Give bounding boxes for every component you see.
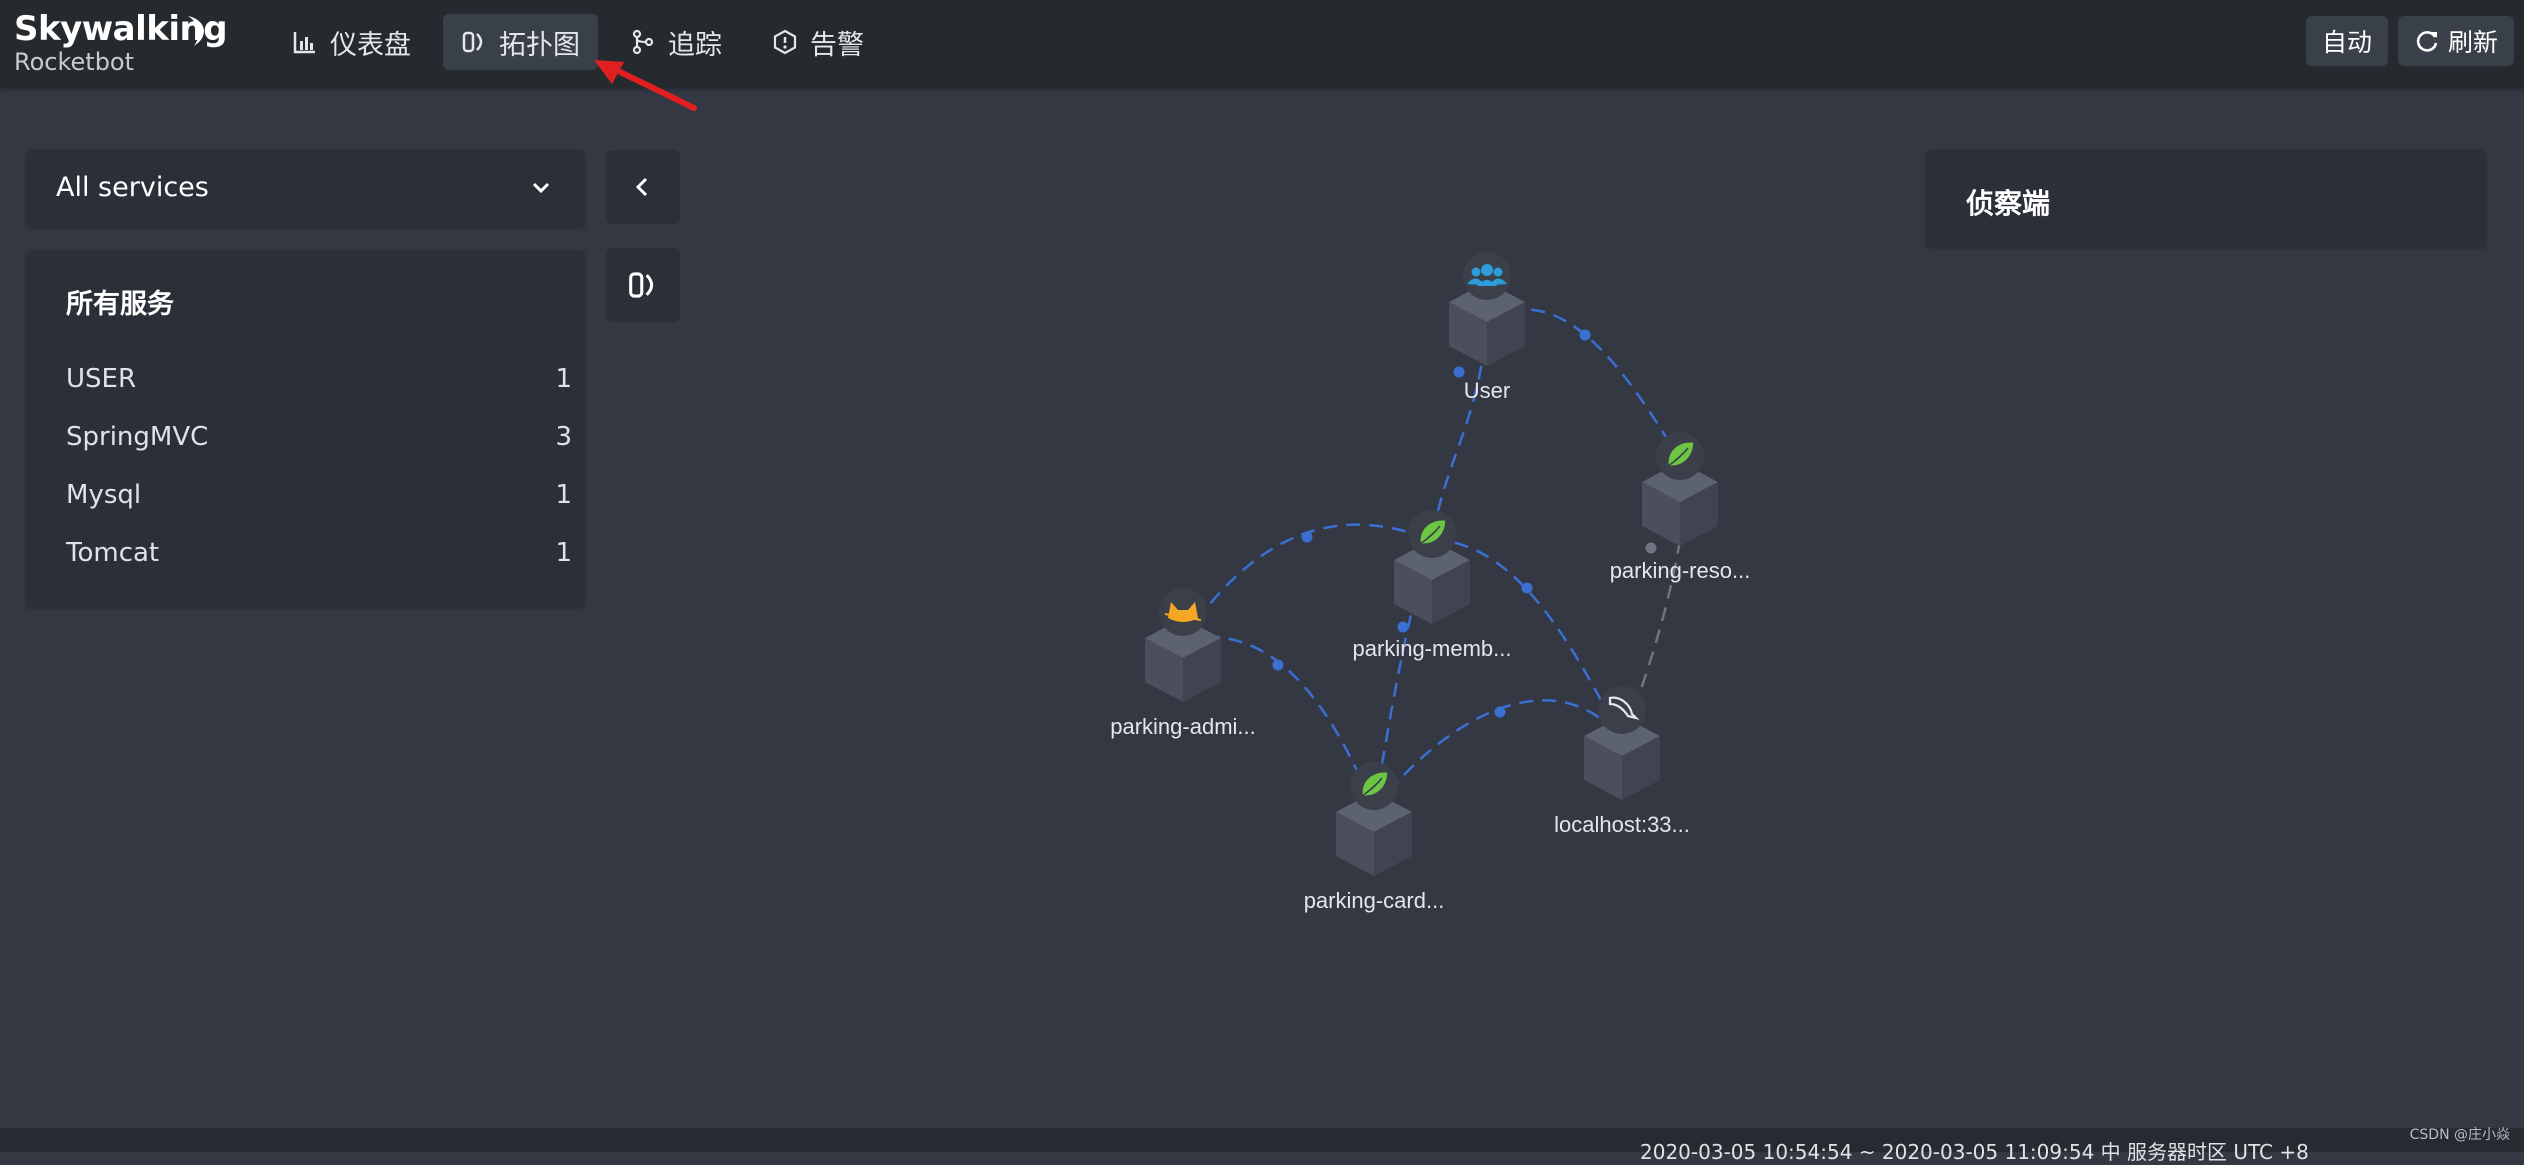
edge-admi-memb[interactable] — [1181, 523, 1433, 641]
user-icon — [1467, 264, 1507, 286]
service-count: 3 — [555, 422, 572, 452]
refresh-button-label: 刷新 — [2447, 28, 2498, 57]
nav-topology-label: 拓扑图 — [499, 29, 580, 61]
time-range[interactable]: 2020-03-05 10:54:54 ~ 2020-03-05 11:09:5… — [1640, 1140, 2309, 1164]
refresh-icon — [2416, 31, 2438, 52]
service-count: 1 — [555, 480, 572, 510]
topology-icon — [462, 31, 483, 53]
service-name: SpringMVC — [66, 422, 209, 452]
spring-leaf-icon — [1667, 440, 1695, 467]
node-label: localhost:33... — [1554, 812, 1690, 837]
collapse-panel-button[interactable] — [606, 150, 680, 224]
service-item-mysql[interactable]: Mysql 1 — [66, 466, 572, 524]
chevron-left-icon — [635, 177, 648, 197]
node-parking-card[interactable]: parking-card... — [1304, 762, 1445, 913]
node-label: parking-admi... — [1110, 714, 1256, 739]
bar-chart-icon — [293, 32, 315, 54]
nav-alarm-label: 告警 — [810, 29, 864, 61]
nav-trace-label: 追踪 — [668, 29, 722, 61]
service-count: 1 — [555, 538, 572, 568]
node-label: parking-reso... — [1610, 558, 1751, 583]
node-label: parking-card... — [1304, 888, 1445, 913]
services-list: USER 1 SpringMVC 3 Mysql 1 Tomcat 1 — [66, 350, 572, 582]
service-select[interactable]: All services — [26, 150, 585, 228]
status-footer — [0, 1128, 2524, 1152]
edge-reso-mysql[interactable] — [1620, 539, 1682, 741]
nav-topology[interactable]: 拓扑图 — [443, 14, 598, 70]
detector-panel: 侦察端 — [1926, 150, 2486, 248]
topology-view-button[interactable] — [606, 248, 680, 322]
service-item-user[interactable]: USER 1 — [66, 350, 572, 408]
detector-title: 侦察端 — [1966, 187, 2051, 220]
node-localhost-mysql[interactable]: localhost:33... — [1554, 686, 1690, 837]
nav-dashboard[interactable]: 仪表盘 — [274, 14, 429, 70]
top-navigation-bar: Skywalking Rocketbot 仪表盘 拓扑图 — [0, 0, 2524, 88]
service-name: Mysql — [66, 480, 142, 510]
watermark: CSDN @庄小焱 — [2409, 1127, 2510, 1143]
node-parking-admi[interactable]: parking-admi... — [1110, 588, 1256, 739]
node-user[interactable]: User — [1449, 252, 1525, 403]
brand-subtitle: Rocketbot — [14, 48, 135, 76]
service-item-springmvc[interactable]: SpringMVC 3 — [66, 408, 572, 466]
spring-leaf-icon — [1361, 770, 1389, 797]
service-item-tomcat[interactable]: Tomcat 1 — [66, 524, 572, 582]
service-name: USER — [66, 364, 137, 394]
nav-dashboard-label: 仪表盘 — [330, 29, 411, 61]
trace-icon — [632, 29, 654, 55]
node-label: parking-memb... — [1353, 636, 1512, 661]
alarm-icon — [773, 29, 797, 55]
services-panel: 所有服务 USER 1 SpringMVC 3 Mysql 1 Tomcat 1 — [26, 250, 585, 608]
edge-dots — [1272, 329, 1657, 718]
annotation-arrow — [594, 60, 697, 111]
edge-memb-mysql[interactable] — [1431, 538, 1624, 741]
refresh-button[interactable]: 刷新 — [2397, 16, 2514, 66]
toolbar: 自动 刷新 — [2305, 16, 2514, 66]
brand-name: Skywalking — [14, 9, 228, 49]
topology-graph: User parking-reso... parking-memb... par… — [1110, 252, 1751, 913]
node-label: User — [1464, 378, 1510, 403]
auto-button[interactable]: 自动 — [2305, 16, 2388, 66]
spring-leaf-icon — [1419, 518, 1447, 545]
nav-trace[interactable]: 追踪 — [612, 14, 740, 70]
topology-icon — [629, 272, 654, 298]
auto-button-label: 自动 — [2321, 28, 2372, 57]
tomcat-icon — [1164, 602, 1202, 622]
nav-alarm[interactable]: 告警 — [754, 14, 882, 70]
service-name: Tomcat — [66, 538, 160, 568]
brand-logo[interactable]: Skywalking Rocketbot — [14, 9, 228, 76]
node-parking-reso[interactable]: parking-reso... — [1610, 432, 1751, 583]
node-parking-memb[interactable]: parking-memb... — [1353, 510, 1512, 661]
services-title: 所有服务 — [66, 289, 174, 320]
mysql-dolphin-icon — [1608, 696, 1640, 721]
swoosh-icon — [188, 16, 205, 46]
service-count: 1 — [555, 364, 572, 394]
service-select-value: All services — [56, 172, 209, 203]
chevron-down-icon — [532, 182, 550, 194]
main-nav: 仪表盘 拓扑图 追踪 告警 — [274, 14, 882, 70]
